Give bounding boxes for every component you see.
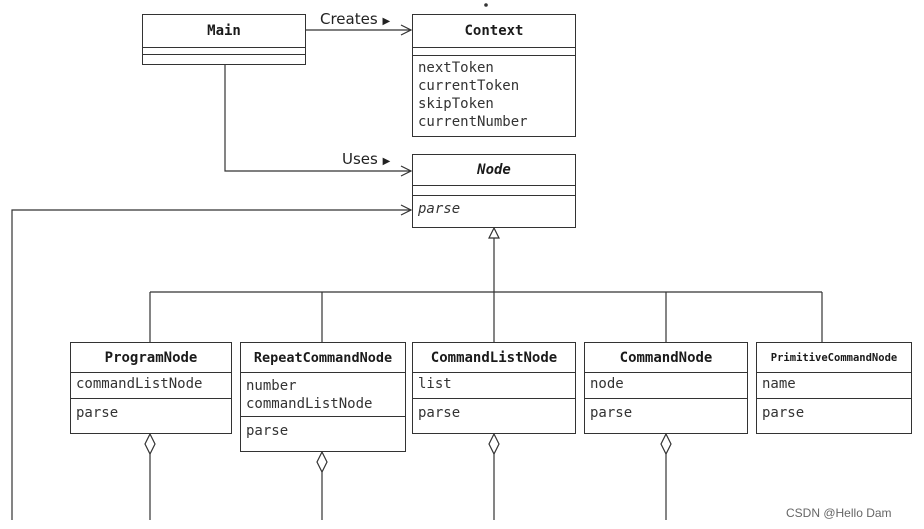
class-main-attributes — [143, 48, 305, 55]
class-node-attributes — [413, 186, 575, 196]
ink-mark — [484, 3, 488, 7]
class-command-node: CommandNode node parse — [584, 342, 748, 434]
context-field: currentToken — [418, 78, 520, 94]
uses-direction-icon: ▶ — [382, 156, 391, 167]
class-context-name: Context — [413, 15, 575, 48]
context-field: skipToken — [418, 96, 494, 112]
aggregation-diamond-program — [144, 432, 156, 456]
class-context-divider — [413, 48, 575, 56]
class-program-node-field: commandListNode — [71, 373, 231, 399]
watermark: CSDN @Hello Dam — [786, 506, 892, 520]
class-program-node-name: ProgramNode — [71, 343, 231, 373]
class-node-method: parse — [418, 201, 461, 217]
generalization-triangle — [488, 226, 500, 239]
aggregation-diamond-repeat — [316, 450, 328, 474]
class-main-name: Main — [143, 15, 305, 48]
repeat-command-node-field: commandListNode — [246, 396, 373, 412]
class-primitive-command-node-name: PrimitiveCommandNode — [757, 343, 911, 373]
aggregation-diamond-command — [660, 432, 672, 456]
creates-direction-icon: ▶ — [382, 16, 391, 27]
class-command-node-field: node — [585, 373, 747, 399]
creates-arrowhead — [400, 24, 413, 36]
class-program-node: ProgramNode commandListNode parse — [70, 342, 232, 434]
class-context-fields: nextToken currentToken skipToken current… — [413, 56, 575, 133]
class-node-name: Node — [413, 155, 575, 186]
uses-line — [224, 65, 411, 172]
class-repeat-command-node: RepeatCommandNode number commandListNode… — [240, 342, 406, 452]
class-command-list-node: CommandListNode list parse — [412, 342, 576, 434]
class-command-node-method: parse — [590, 405, 633, 421]
context-field: currentNumber — [418, 114, 528, 130]
class-primitive-command-node: PrimitiveCommandNode name parse — [756, 342, 912, 434]
uses-label: Uses ▶ — [342, 150, 391, 168]
aggregation-return-line — [11, 209, 411, 520]
repeat-command-node-field: number — [246, 378, 297, 394]
class-primitive-command-node-method: parse — [762, 405, 805, 421]
class-repeat-command-node-name: RepeatCommandNode — [241, 343, 405, 373]
class-main-operations — [143, 55, 305, 64]
class-program-node-method: parse — [76, 405, 119, 421]
class-main: Main — [142, 14, 306, 65]
class-node: Node parse — [412, 154, 576, 228]
class-context: Context nextToken currentToken skipToken… — [412, 14, 576, 137]
aggregation-diamond-commandlist — [488, 432, 500, 456]
context-field: nextToken — [418, 60, 494, 76]
creates-label: Creates ▶ — [320, 10, 391, 28]
class-primitive-command-node-field: name — [757, 373, 911, 399]
class-command-list-node-method: parse — [418, 405, 461, 421]
class-command-list-node-name: CommandListNode — [413, 343, 575, 373]
class-command-list-node-field: list — [413, 373, 575, 399]
aggregation-return-arrowhead — [400, 204, 413, 216]
uses-arrowhead — [400, 165, 413, 177]
class-command-node-name: CommandNode — [585, 343, 747, 373]
class-repeat-command-node-method: parse — [246, 423, 289, 439]
class-repeat-command-node-fields: number commandListNode — [241, 373, 405, 417]
